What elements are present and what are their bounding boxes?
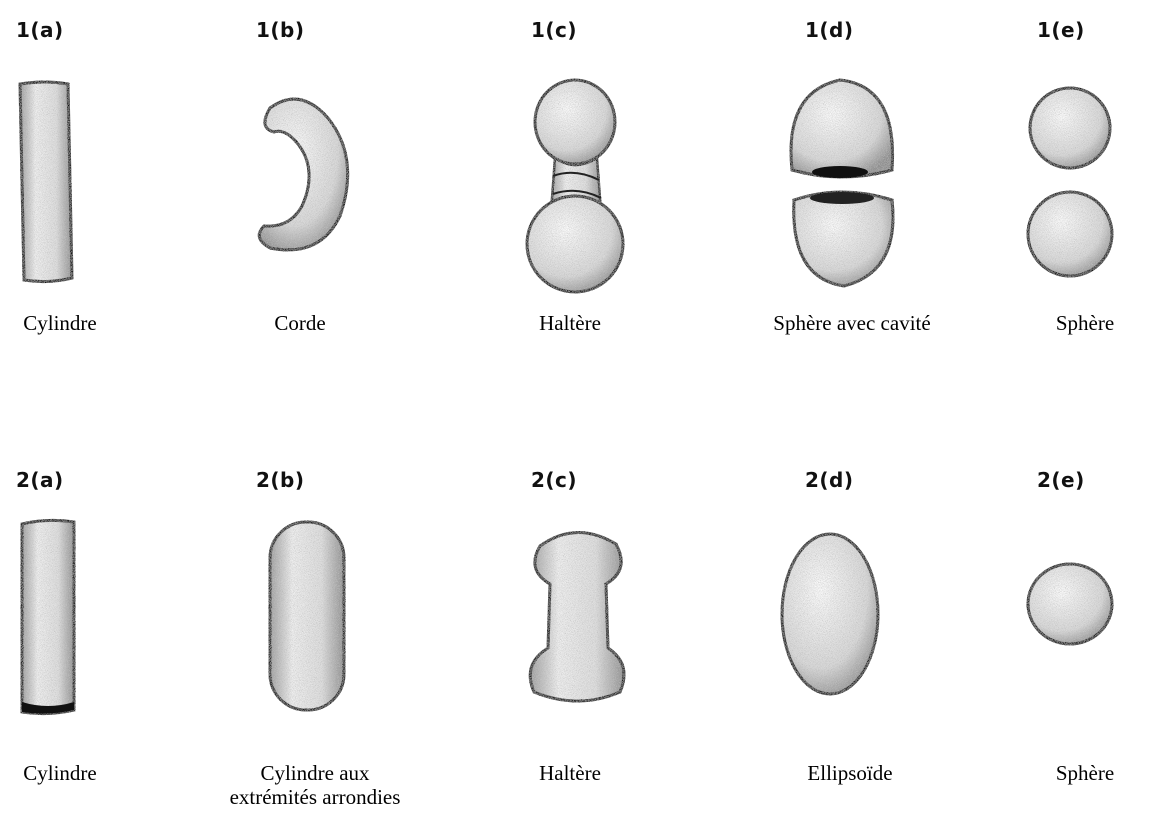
panel-label-1d: 1(d)	[805, 18, 854, 42]
caption-2c: Haltère	[515, 760, 625, 786]
caption-1a: Cylindre	[0, 310, 120, 336]
caption-1e: Sphère	[1030, 310, 1140, 336]
panel-label-2e: 2(e)	[1037, 468, 1085, 492]
ellipsoid-shape-2d	[772, 524, 892, 709]
sphere-shape-2e	[1022, 556, 1122, 656]
panel-label-1a: 1(a)	[16, 18, 64, 42]
panel-label-2a: 2(a)	[16, 468, 64, 492]
panel-label-2c: 2(c)	[531, 468, 577, 492]
caption-2e: Sphère	[1030, 760, 1140, 786]
panel-label-1e: 1(e)	[1037, 18, 1085, 42]
rope-shape-1b	[240, 88, 370, 268]
panel-label-2b: 2(b)	[256, 468, 305, 492]
caption-1b: Corde	[250, 310, 350, 336]
capsule-shape-2b	[262, 516, 352, 716]
dumbbell-shape-2c	[520, 524, 635, 709]
dumbbell-shape-1c	[515, 72, 635, 297]
caption-1d: Sphère avec cavité	[752, 310, 952, 336]
sphere-shape-1e	[1022, 78, 1122, 288]
cylinder-shape-1a	[10, 78, 80, 288]
caption-1c: Haltère	[515, 310, 625, 336]
cylinder-shape-2a	[14, 516, 80, 721]
panel-label-1b: 1(b)	[256, 18, 305, 42]
panel-label-1c: 1(c)	[531, 18, 577, 42]
cavity-sphere-shape-1d	[780, 72, 910, 297]
caption-2b-line2: extrémités arrondies	[215, 784, 415, 810]
caption-2b-line1: Cylindre aux	[215, 760, 415, 786]
caption-2a: Cylindre	[0, 760, 120, 786]
panel-label-2d: 2(d)	[805, 468, 854, 492]
caption-2d: Ellipsoïde	[780, 760, 920, 786]
